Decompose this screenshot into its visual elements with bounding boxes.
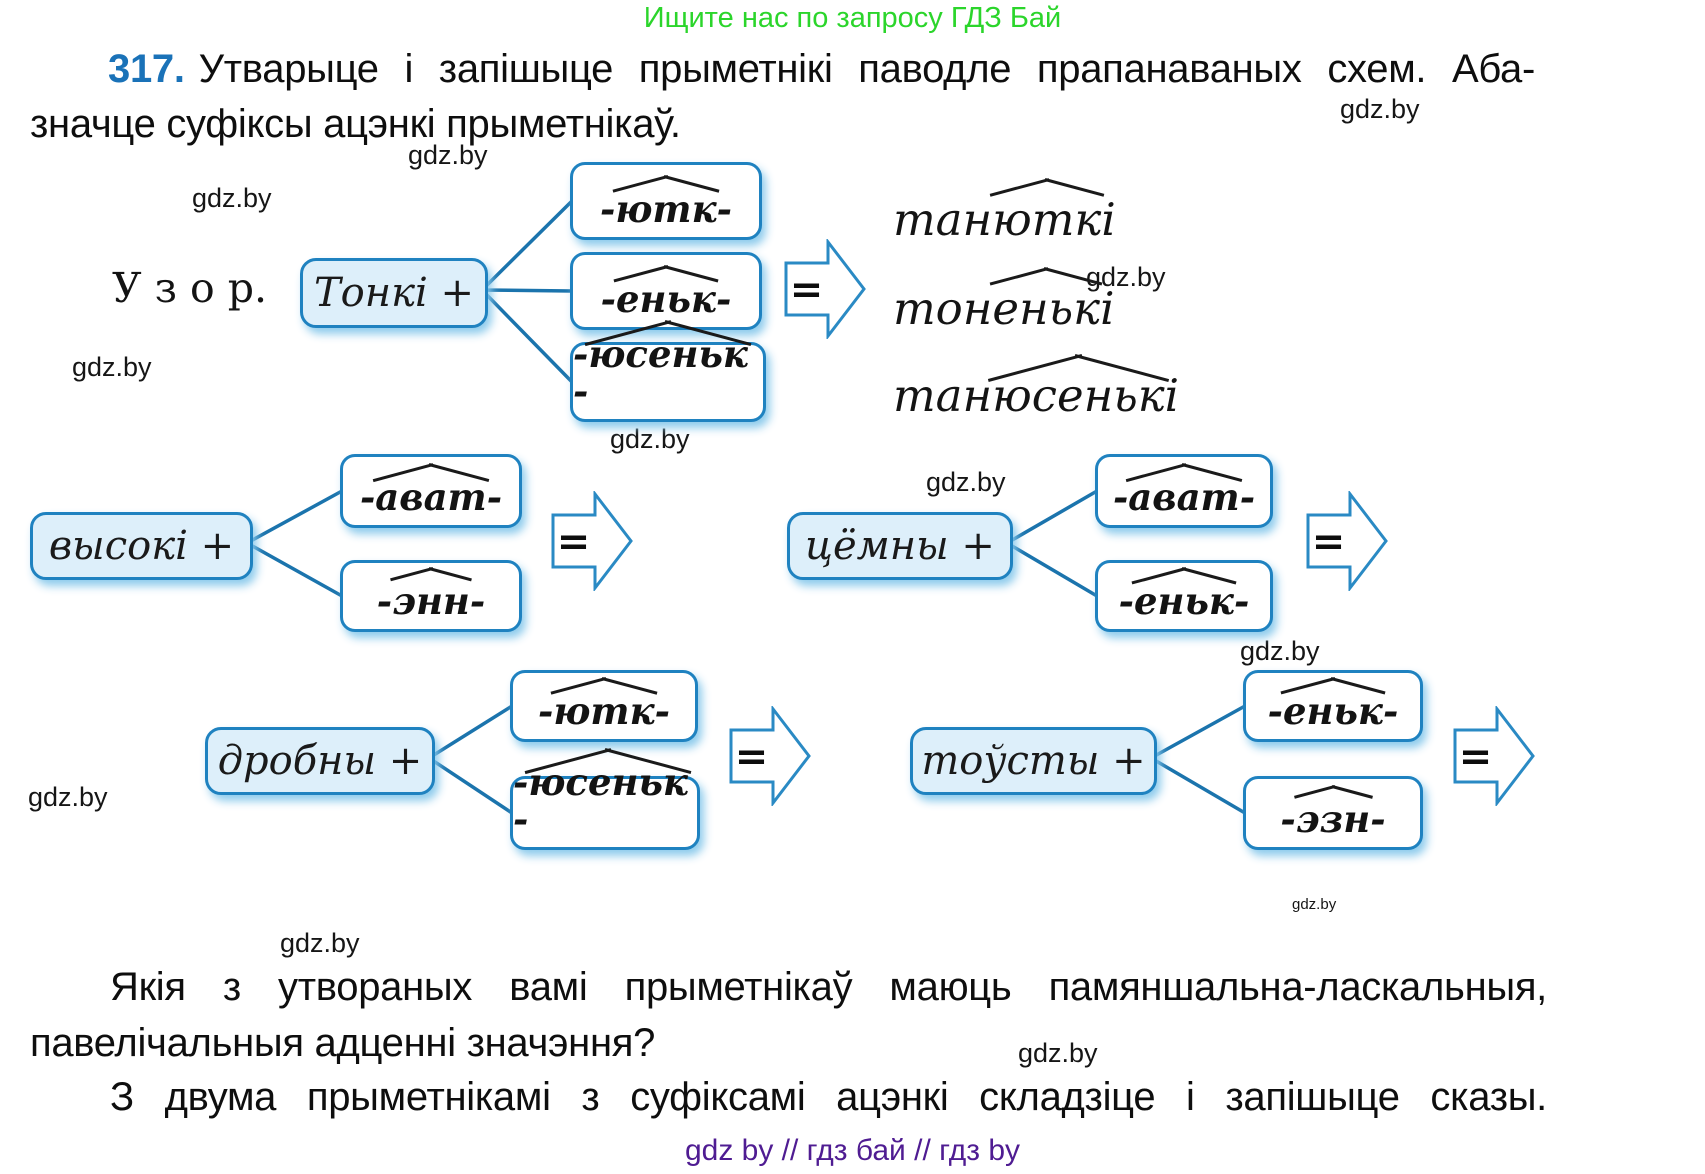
- suffix-hat: еньк: [1134, 579, 1234, 623]
- suffix-text: -еньк-: [600, 277, 732, 321]
- promo-banner: Ищите нас по запросу ГДЗ Бай: [643, 2, 1062, 34]
- result-word: танюткі: [893, 193, 1116, 246]
- equals-sign: =: [556, 517, 591, 565]
- suffix-hat: юсеньк: [588, 332, 748, 376]
- watermark: gdz.by: [1240, 636, 1320, 666]
- suffix-box: -еньк-: [570, 252, 762, 330]
- suffix-box: -ютк-: [510, 670, 698, 742]
- result-word: танюсенькі: [893, 369, 1180, 422]
- suffix-hat: юсеньк: [528, 760, 688, 804]
- suffix-text: -юсеньк-: [573, 332, 748, 413]
- watermark: gdz.by: [610, 424, 690, 454]
- watermark: gdz.by: [192, 183, 272, 213]
- suffix-box: -ават-: [340, 454, 522, 528]
- base-word-box: Тонкі +: [300, 258, 488, 328]
- suffix-hat: ютк: [615, 187, 717, 231]
- suffix-text: -ютк-: [600, 187, 732, 231]
- suffix-box: -юсеньк-: [570, 336, 766, 422]
- base-word-box: цёмны +: [787, 512, 1013, 580]
- watermark: gdz.by: [1340, 94, 1420, 124]
- suffix-hat: энн: [392, 579, 470, 623]
- suffix-text: -энн-: [376, 579, 486, 623]
- suffix-box: -еньк-: [1243, 670, 1423, 742]
- suffix-box: -юсеньк-: [510, 764, 700, 850]
- equals-sign: =: [1458, 732, 1493, 780]
- question-line-3: З двума прыметнікамі з суфіксамі ацэнкі …: [110, 1075, 1547, 1119]
- watermark: gdz.by: [1018, 1038, 1098, 1068]
- equals-sign: =: [734, 732, 769, 780]
- suffix-text: -еньк-: [1267, 689, 1399, 733]
- suffix-hat: ютк: [992, 193, 1102, 246]
- suffix-hat: ават: [375, 475, 487, 519]
- suffix-hat: юсеньк: [992, 369, 1165, 422]
- base-word-box: высокі +: [30, 512, 253, 580]
- exercise-number: 317.: [108, 47, 185, 91]
- watermark: gdz.by: [408, 140, 488, 170]
- suffix-text: -ютк-: [538, 689, 670, 733]
- equals-arrow: =: [550, 491, 634, 591]
- question-line-2: павелічальныя адценні значэння?: [30, 1021, 656, 1065]
- suffix-hat: эзн: [1295, 797, 1371, 841]
- watermark: gdz.by: [72, 352, 152, 382]
- suffix-box: -ютк-: [570, 162, 762, 240]
- suffix-text: -ават-: [359, 475, 503, 519]
- uzor-label: У з о р.: [112, 264, 268, 312]
- suffix-hat: ават: [1128, 475, 1240, 519]
- suffix-hat: еньк: [992, 282, 1101, 335]
- watermark: gdz.by: [926, 467, 1006, 497]
- suffix-text: -юсеньк-: [513, 760, 688, 841]
- exercise-line-1: 317. Утварыце і запішыце прыметнікі павод…: [30, 44, 1535, 94]
- equals-sign: =: [789, 265, 824, 313]
- suffix-hat: еньк: [616, 277, 716, 321]
- suffix-text: -еньк-: [1118, 579, 1250, 623]
- watermark: gdz.by: [1292, 896, 1337, 913]
- suffix-box: -энн-: [340, 560, 522, 632]
- equals-arrow: =: [783, 239, 867, 339]
- result-word: тоненькі: [893, 282, 1115, 335]
- footer-watermark: gdz by // гдз бай // гдз by: [684, 1134, 1021, 1167]
- base-word-box: тоўсты +: [910, 727, 1157, 795]
- exercise-text: Утварыце і запішыце прыметнікі паводле п…: [198, 47, 1536, 91]
- suffix-text: -эзн-: [1280, 797, 1386, 841]
- watermark: gdz.by: [28, 782, 108, 812]
- equals-arrow: =: [728, 706, 812, 806]
- equals-arrow: =: [1305, 491, 1389, 591]
- equals-sign: =: [1311, 517, 1346, 565]
- suffix-box: -эзн-: [1243, 776, 1423, 850]
- suffix-box: -еньк-: [1095, 560, 1273, 632]
- suffix-box: -ават-: [1095, 454, 1273, 528]
- watermark: gdz.by: [280, 928, 360, 958]
- exercise-line-2: значце суфіксы ацэнкі прыметнікаў.: [30, 102, 681, 146]
- question-line-1: Якія з утвораных вамі прыметнікаў маюць …: [110, 965, 1547, 1009]
- equals-arrow: =: [1452, 706, 1536, 806]
- suffix-text: -ават-: [1112, 475, 1256, 519]
- suffix-hat: ютк: [553, 689, 655, 733]
- base-word-box: дробны +: [205, 727, 435, 795]
- suffix-hat: еньк: [1283, 689, 1383, 733]
